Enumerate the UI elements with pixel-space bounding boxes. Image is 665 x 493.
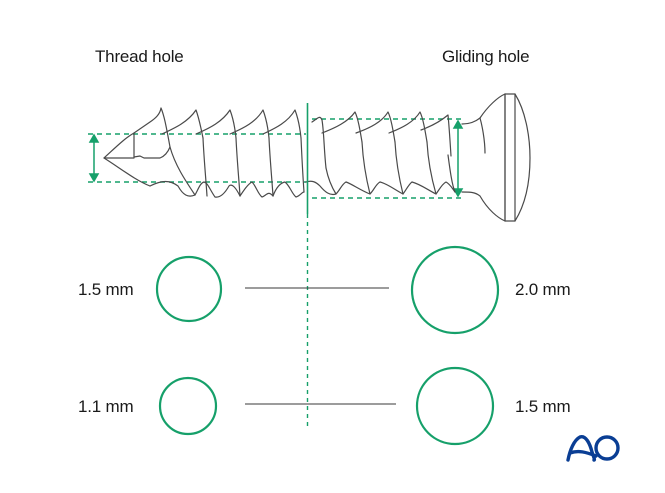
- ao-logo-icon: [566, 435, 620, 462]
- screw-drawing: [103, 93, 531, 222]
- thread-hole-circle-1-1mm: [158, 376, 218, 436]
- row2-left-label: 1.1 mm: [78, 397, 134, 416]
- row2-right-label: 1.5 mm: [515, 397, 571, 416]
- gliding-hole-guides: [312, 118, 462, 199]
- thread-hole-circle-1-5mm: [155, 255, 223, 323]
- row1-left-label: 1.5 mm: [78, 280, 134, 299]
- gliding-hole-circle-2-0mm: [410, 245, 500, 335]
- dimension-arrows: [88, 119, 464, 198]
- row1-right-label: 2.0 mm: [515, 280, 571, 299]
- heading-gliding-hole: Gliding hole: [442, 47, 530, 66]
- gliding-hole-circle-1-5mm: [415, 366, 495, 446]
- heading-thread-hole: Thread hole: [95, 47, 184, 66]
